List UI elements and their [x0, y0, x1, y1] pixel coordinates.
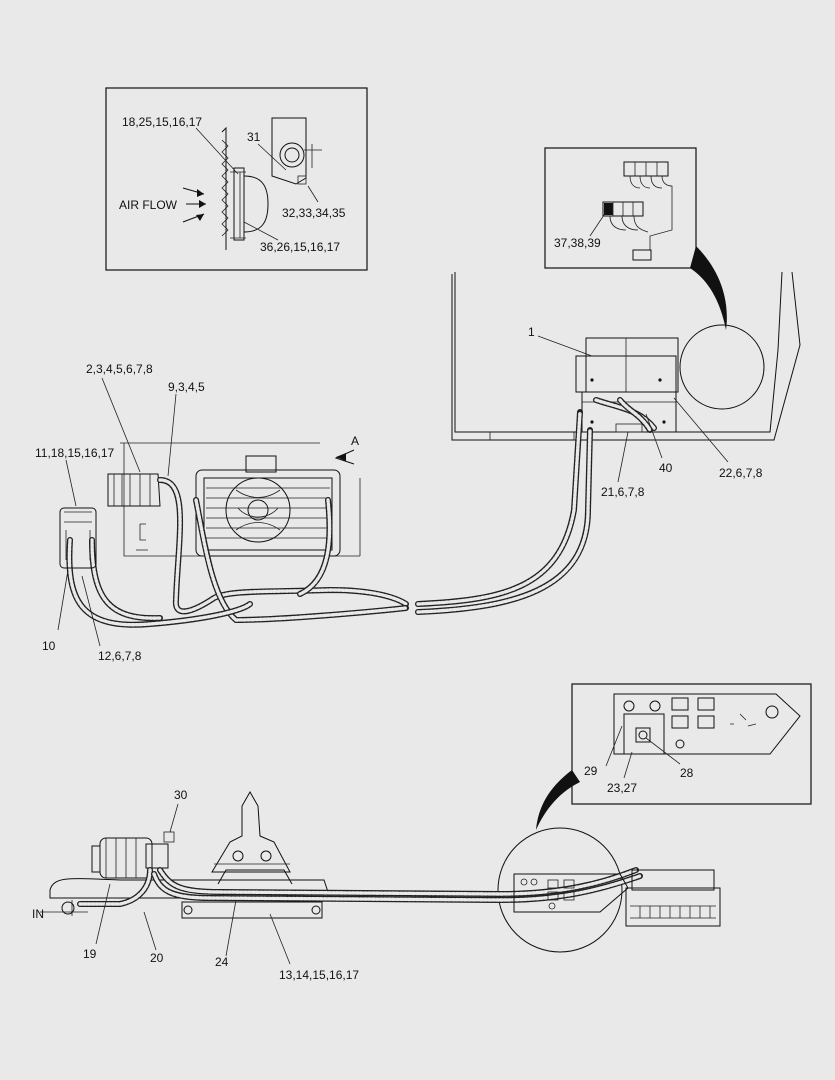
receiver-drier [59, 507, 97, 569]
label-part-11: 11,18,15,16,17 [35, 446, 115, 460]
label-part-12: 12,6,7,8 [98, 649, 142, 663]
label-part-1: 1 [528, 325, 535, 339]
label-part-20: 20 [150, 951, 164, 965]
label-part-29: 29 [584, 764, 598, 778]
label-part-28: 28 [680, 766, 694, 780]
compressor-assembly [91, 831, 175, 879]
control-knob-plate [623, 713, 665, 755]
inset-frame-switches [544, 147, 697, 269]
label-in: IN [32, 907, 44, 921]
detail-circle-lower [497, 827, 623, 953]
label-inset-18: 18,25,15,16,17 [122, 115, 202, 129]
label-inset-31: 31 [247, 130, 261, 144]
hose-routing-bottom [77, 867, 643, 907]
label-part-21: 21,6,7,8 [601, 485, 645, 499]
condenser-assembly [107, 442, 361, 557]
blower-duct [271, 117, 307, 185]
detail-circle-upper [679, 324, 765, 410]
label-part-2: 2,3,4,5,6,7,8 [86, 362, 153, 376]
label-part-22: 22,6,7,8 [719, 466, 763, 480]
label-part-10: 10 [42, 639, 56, 653]
label-part-13: 13,14,15,16,17 [279, 968, 359, 982]
heater-unit [575, 337, 679, 433]
label-inset-37: 37,38,39 [554, 236, 601, 250]
label-part-23: 23,27 [607, 781, 637, 795]
inset-control-panel: 29 28 23,27 [571, 683, 812, 805]
label-part-30: 30 [174, 788, 188, 802]
label-inset-32: 32,33,34,35 [282, 206, 346, 220]
switch-row-upper [623, 161, 673, 250]
control-panel-small [513, 873, 629, 913]
label-part-40: 40 [659, 461, 673, 475]
frame-rails [40, 790, 331, 919]
label-part-24: 24 [215, 955, 229, 969]
label-air-flow: AIR FLOW [119, 198, 178, 212]
label-view-a: A [351, 434, 359, 448]
inset-switch-detail: 37,38,39 [544, 147, 697, 269]
switch-row-lower [602, 201, 652, 261]
inset-frame-panel [571, 683, 812, 805]
callout-wedge-upper [690, 246, 727, 330]
heater-unit-small [625, 869, 721, 927]
grille-plate [221, 126, 227, 250]
label-part-9: 9,3,4,5 [168, 380, 205, 394]
callout-wedge-lower [536, 770, 580, 830]
cab-outline [451, 271, 801, 441]
label-inset-36: 36,26,15,16,17 [260, 240, 340, 254]
seat-mount [211, 790, 291, 873]
inset-air-flow-detail: 18,25,15,16,17 31 AIR FLOW 32,33,34,35 3… [105, 87, 368, 271]
hose-routing-middle [66, 409, 593, 628]
label-part-19: 19 [83, 947, 97, 961]
heater-core [233, 167, 245, 241]
